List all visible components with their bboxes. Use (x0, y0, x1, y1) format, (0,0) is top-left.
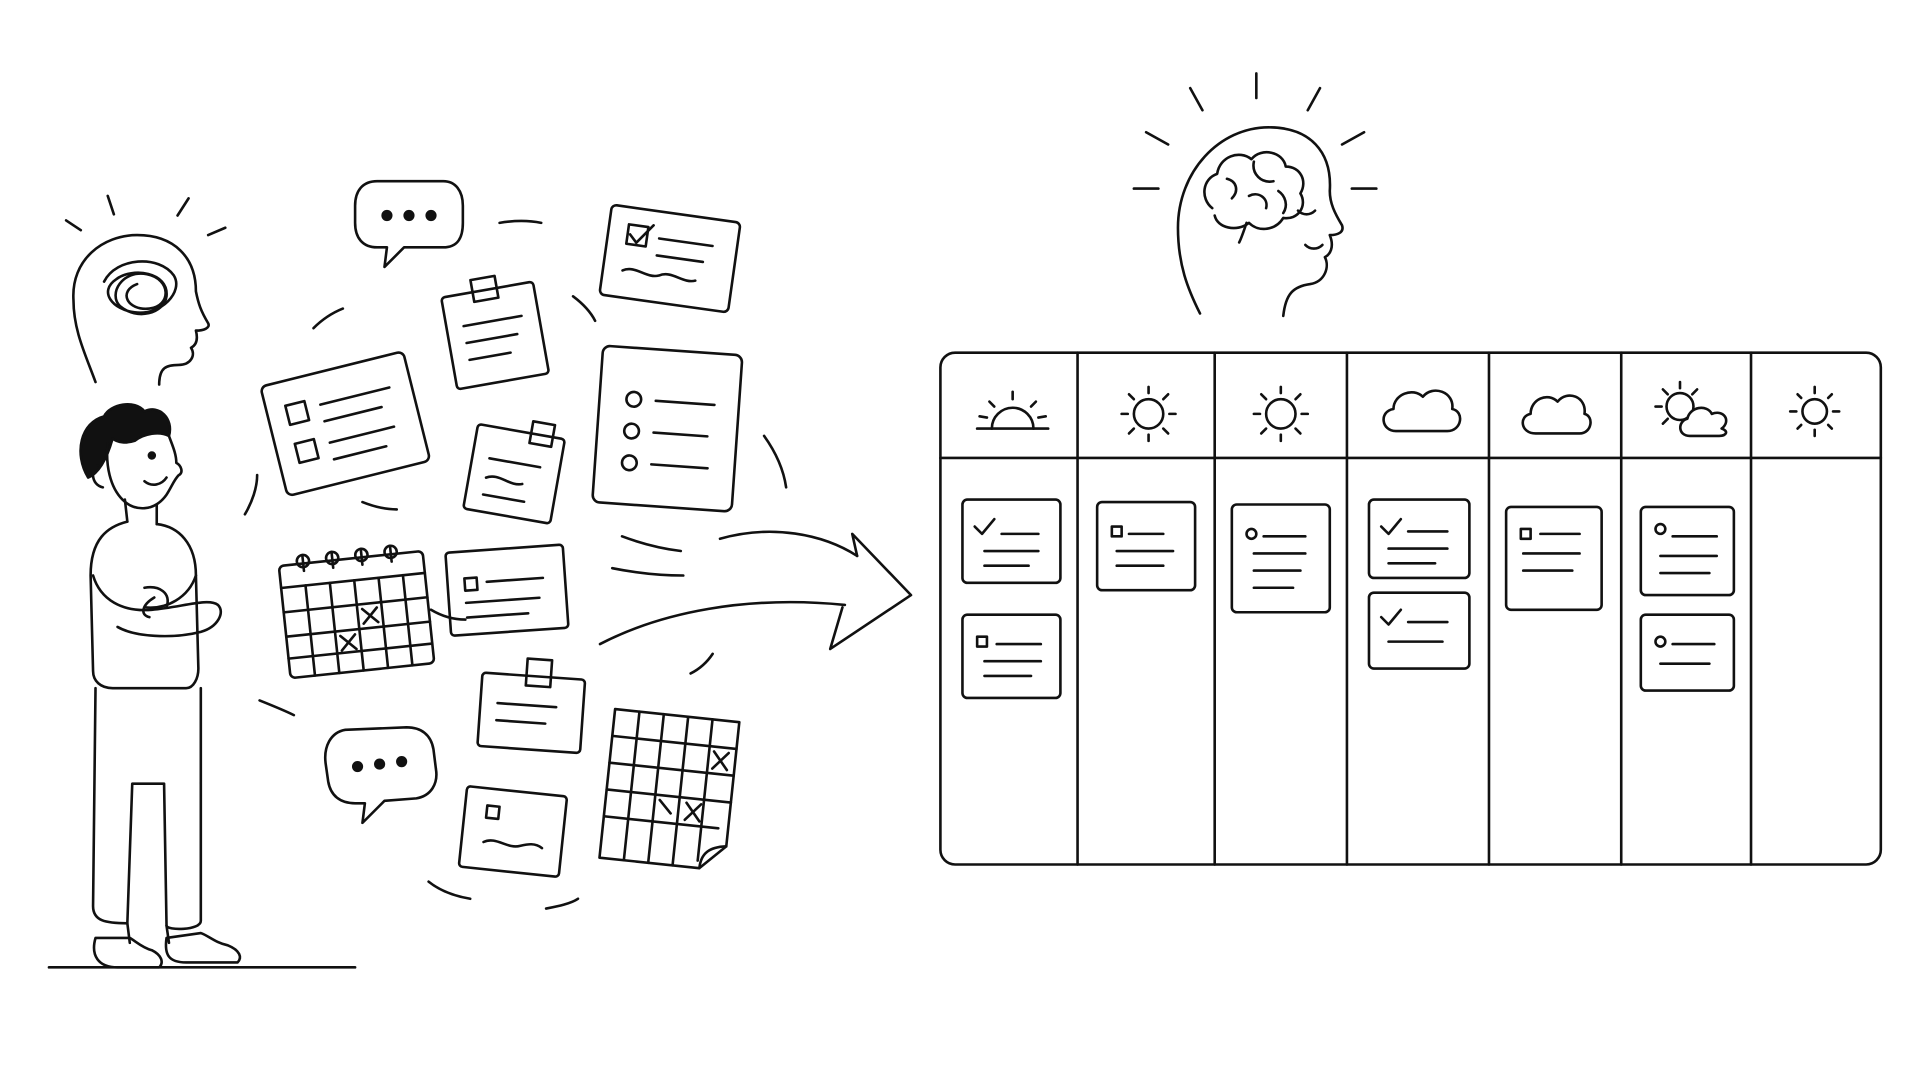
task-card (1097, 502, 1195, 590)
list-card-icon (260, 351, 430, 496)
note-card-icon (459, 786, 567, 877)
sun-icon (1790, 387, 1839, 436)
sticky-note-icon (477, 655, 586, 753)
task-card (1232, 504, 1330, 612)
arrow-right-icon (600, 532, 911, 649)
speech-bubble-icon (325, 727, 436, 823)
task-card (962, 500, 1060, 583)
task-card (1641, 507, 1734, 595)
sunrise-icon (977, 392, 1048, 429)
task-card (962, 615, 1060, 698)
weekly-board (940, 353, 1880, 865)
calendar-sheet-icon (599, 709, 739, 871)
calendar-icon (278, 542, 434, 678)
sticky-note-icon (439, 270, 549, 390)
checklist-note-icon (599, 205, 740, 313)
person-arms-crossed (49, 404, 355, 967)
tangle-scribble (104, 261, 176, 314)
bulleted-list-sheet-icon (592, 346, 742, 512)
sun-cloud-icon (1656, 382, 1727, 436)
brain-icon (1204, 152, 1303, 229)
tangled-brain-head (66, 196, 225, 385)
task-card (1369, 500, 1469, 578)
cloud-icon (1523, 396, 1591, 434)
sun-icon (1122, 387, 1176, 441)
note-card-icon (445, 545, 568, 636)
speech-bubble-icon (355, 181, 463, 267)
task-card (1506, 507, 1602, 610)
sticky-note-icon (463, 412, 567, 524)
calm-brain-head (1134, 73, 1376, 315)
task-card (1369, 593, 1469, 669)
sun-icon (1254, 387, 1308, 441)
task-card (1641, 615, 1734, 691)
clutter-cloud (245, 181, 786, 908)
cloud-icon (1384, 391, 1460, 431)
